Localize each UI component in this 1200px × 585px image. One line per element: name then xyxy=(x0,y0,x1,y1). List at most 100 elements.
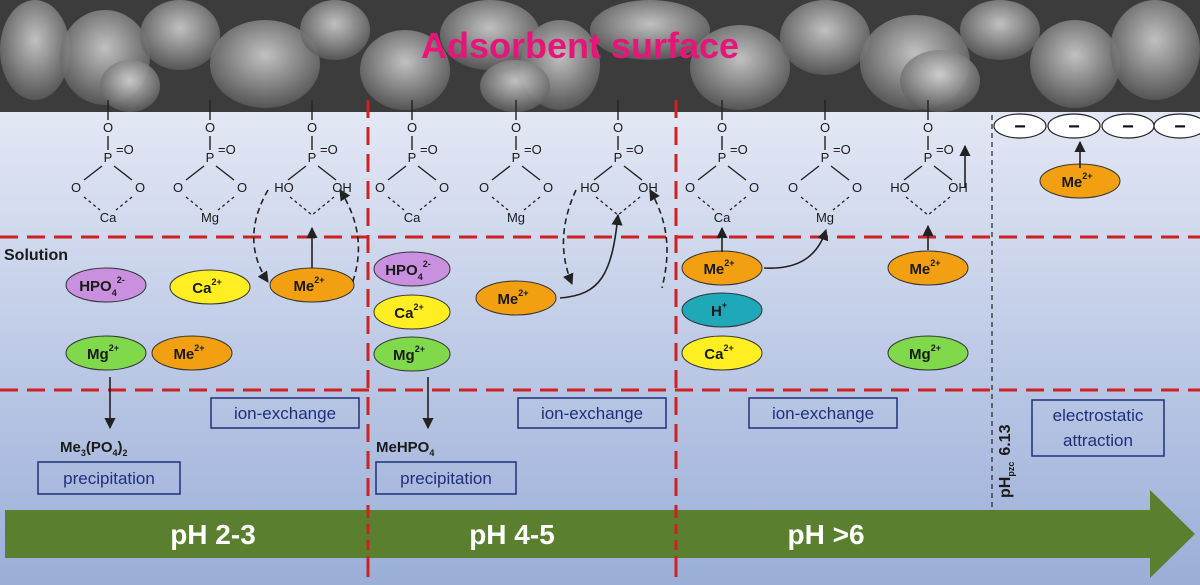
svg-text:ion-exchange: ion-exchange xyxy=(234,404,336,423)
negative-charge: − xyxy=(1047,113,1101,139)
atom-o: O xyxy=(307,120,317,135)
exchange-arc-out-1 xyxy=(253,189,269,283)
box-ion-exchange-2: ion-exchange xyxy=(517,397,667,429)
me-to-mg-arrow xyxy=(763,228,829,269)
atom-o-right: O xyxy=(135,180,145,195)
svg-text:−: − xyxy=(1014,116,1026,138)
svg-text:Me2+: Me2+ xyxy=(497,288,528,308)
atom-oh-left: HO xyxy=(580,180,600,195)
solution-label: Solution xyxy=(4,247,68,264)
particle xyxy=(100,60,160,112)
atom-double-o: =O xyxy=(626,142,644,157)
atom-p: P xyxy=(104,150,113,165)
ion-mg: Mg2+ xyxy=(373,336,451,372)
svg-text:−: − xyxy=(1174,116,1186,138)
ph-pzc-label: pHpzc6.13 xyxy=(997,424,1016,498)
atom-double-o: =O xyxy=(833,142,851,157)
atom-p: P xyxy=(512,150,521,165)
ion-ca: Ca2+ xyxy=(681,335,763,371)
atom-p: P xyxy=(718,150,727,165)
atom-double-o: =O xyxy=(320,142,338,157)
atom-o-right: O xyxy=(237,180,247,195)
atom-o-left: O xyxy=(479,180,489,195)
ph-label-2-3: pH 2-3 xyxy=(170,519,256,550)
ion-me: Me2+ xyxy=(269,267,355,303)
ion-hpo4: HPO42- xyxy=(373,251,451,287)
svg-text:Me2+: Me2+ xyxy=(703,258,734,278)
svg-text:precipitation: precipitation xyxy=(63,469,155,488)
box-ion-exchange-3: ion-exchange xyxy=(748,397,898,429)
atom-double-o: =O xyxy=(936,142,954,157)
diagram-title: Adsorbent surface xyxy=(421,25,739,66)
particle xyxy=(140,0,220,70)
atom-o-left: O xyxy=(173,180,183,195)
particle xyxy=(590,0,710,60)
svg-text:Ca2+: Ca2+ xyxy=(192,277,221,297)
atom-o: O xyxy=(717,120,727,135)
atom-metal: Mg xyxy=(507,210,525,225)
box-precipitation-2: precipitation xyxy=(375,461,517,495)
atom-p: P xyxy=(924,150,933,165)
atom-o-left: O xyxy=(788,180,798,195)
atom-o: O xyxy=(103,120,113,135)
svg-text:attraction: attraction xyxy=(1063,431,1133,450)
particle xyxy=(0,0,70,100)
particle xyxy=(1030,20,1120,108)
atom-o: O xyxy=(511,120,521,135)
svg-text:electrostatic: electrostatic xyxy=(1053,406,1144,425)
atom-o: O xyxy=(613,120,623,135)
solution-ions: HPO42-Ca2+Me2+Mg2+Me2+HPO42-Ca2+Mg2+Me2+… xyxy=(65,163,1121,372)
particle xyxy=(440,0,540,70)
product-mehpo4: MeHPO4 xyxy=(376,439,434,458)
atom-p: P xyxy=(614,150,623,165)
ion-hpo4: HPO42- xyxy=(65,267,147,303)
box-electrostatic-attraction: electrostatic attraction xyxy=(1031,399,1165,457)
ion-ca: Ca2+ xyxy=(169,269,251,305)
particle xyxy=(300,0,370,60)
ion-me: Me2+ xyxy=(887,250,969,286)
box-ion-exchange-1: ion-exchange xyxy=(210,397,360,429)
atom-metal: Mg xyxy=(201,210,219,225)
exchange-arc-out-2 xyxy=(562,189,577,286)
svg-text:ion-exchange: ion-exchange xyxy=(772,404,874,423)
svg-text:HPO42-: HPO42- xyxy=(385,259,431,282)
surface-negative-charges: −−−− xyxy=(993,113,1200,139)
atom-o-right: O xyxy=(439,180,449,195)
ion-me: Me2+ xyxy=(1039,163,1121,199)
atom-p: P xyxy=(308,150,317,165)
particle xyxy=(480,60,550,112)
ph-label-4-5: pH 4-5 xyxy=(469,519,555,550)
atom-metal: Ca xyxy=(714,210,731,225)
atom-oh-right: OH xyxy=(948,180,968,195)
atom-o-left: O xyxy=(375,180,385,195)
svg-text:precipitation: precipitation xyxy=(400,469,492,488)
negative-charge: − xyxy=(1153,113,1200,139)
svg-text:H+: H+ xyxy=(711,300,727,320)
atom-o: O xyxy=(820,120,830,135)
atom-metal: Ca xyxy=(404,210,421,225)
ion-ca: Ca2+ xyxy=(373,294,451,330)
particle xyxy=(960,0,1040,60)
atom-p: P xyxy=(206,150,215,165)
ion-mg: Mg2+ xyxy=(65,335,147,371)
particle xyxy=(780,0,870,75)
svg-text:Me2+: Me2+ xyxy=(293,275,324,295)
atom-o-left: O xyxy=(685,180,695,195)
atom-double-o: =O xyxy=(524,142,542,157)
atom-o: O xyxy=(407,120,417,135)
atom-o-right: O xyxy=(852,180,862,195)
particle xyxy=(210,20,320,108)
atom-oh-right: OH xyxy=(638,180,658,195)
particle xyxy=(360,30,450,110)
ion-me: Me2+ xyxy=(151,335,233,371)
svg-text:Ca2+: Ca2+ xyxy=(394,302,423,322)
ion-me: Me2+ xyxy=(475,280,557,316)
atom-o: O xyxy=(923,120,933,135)
